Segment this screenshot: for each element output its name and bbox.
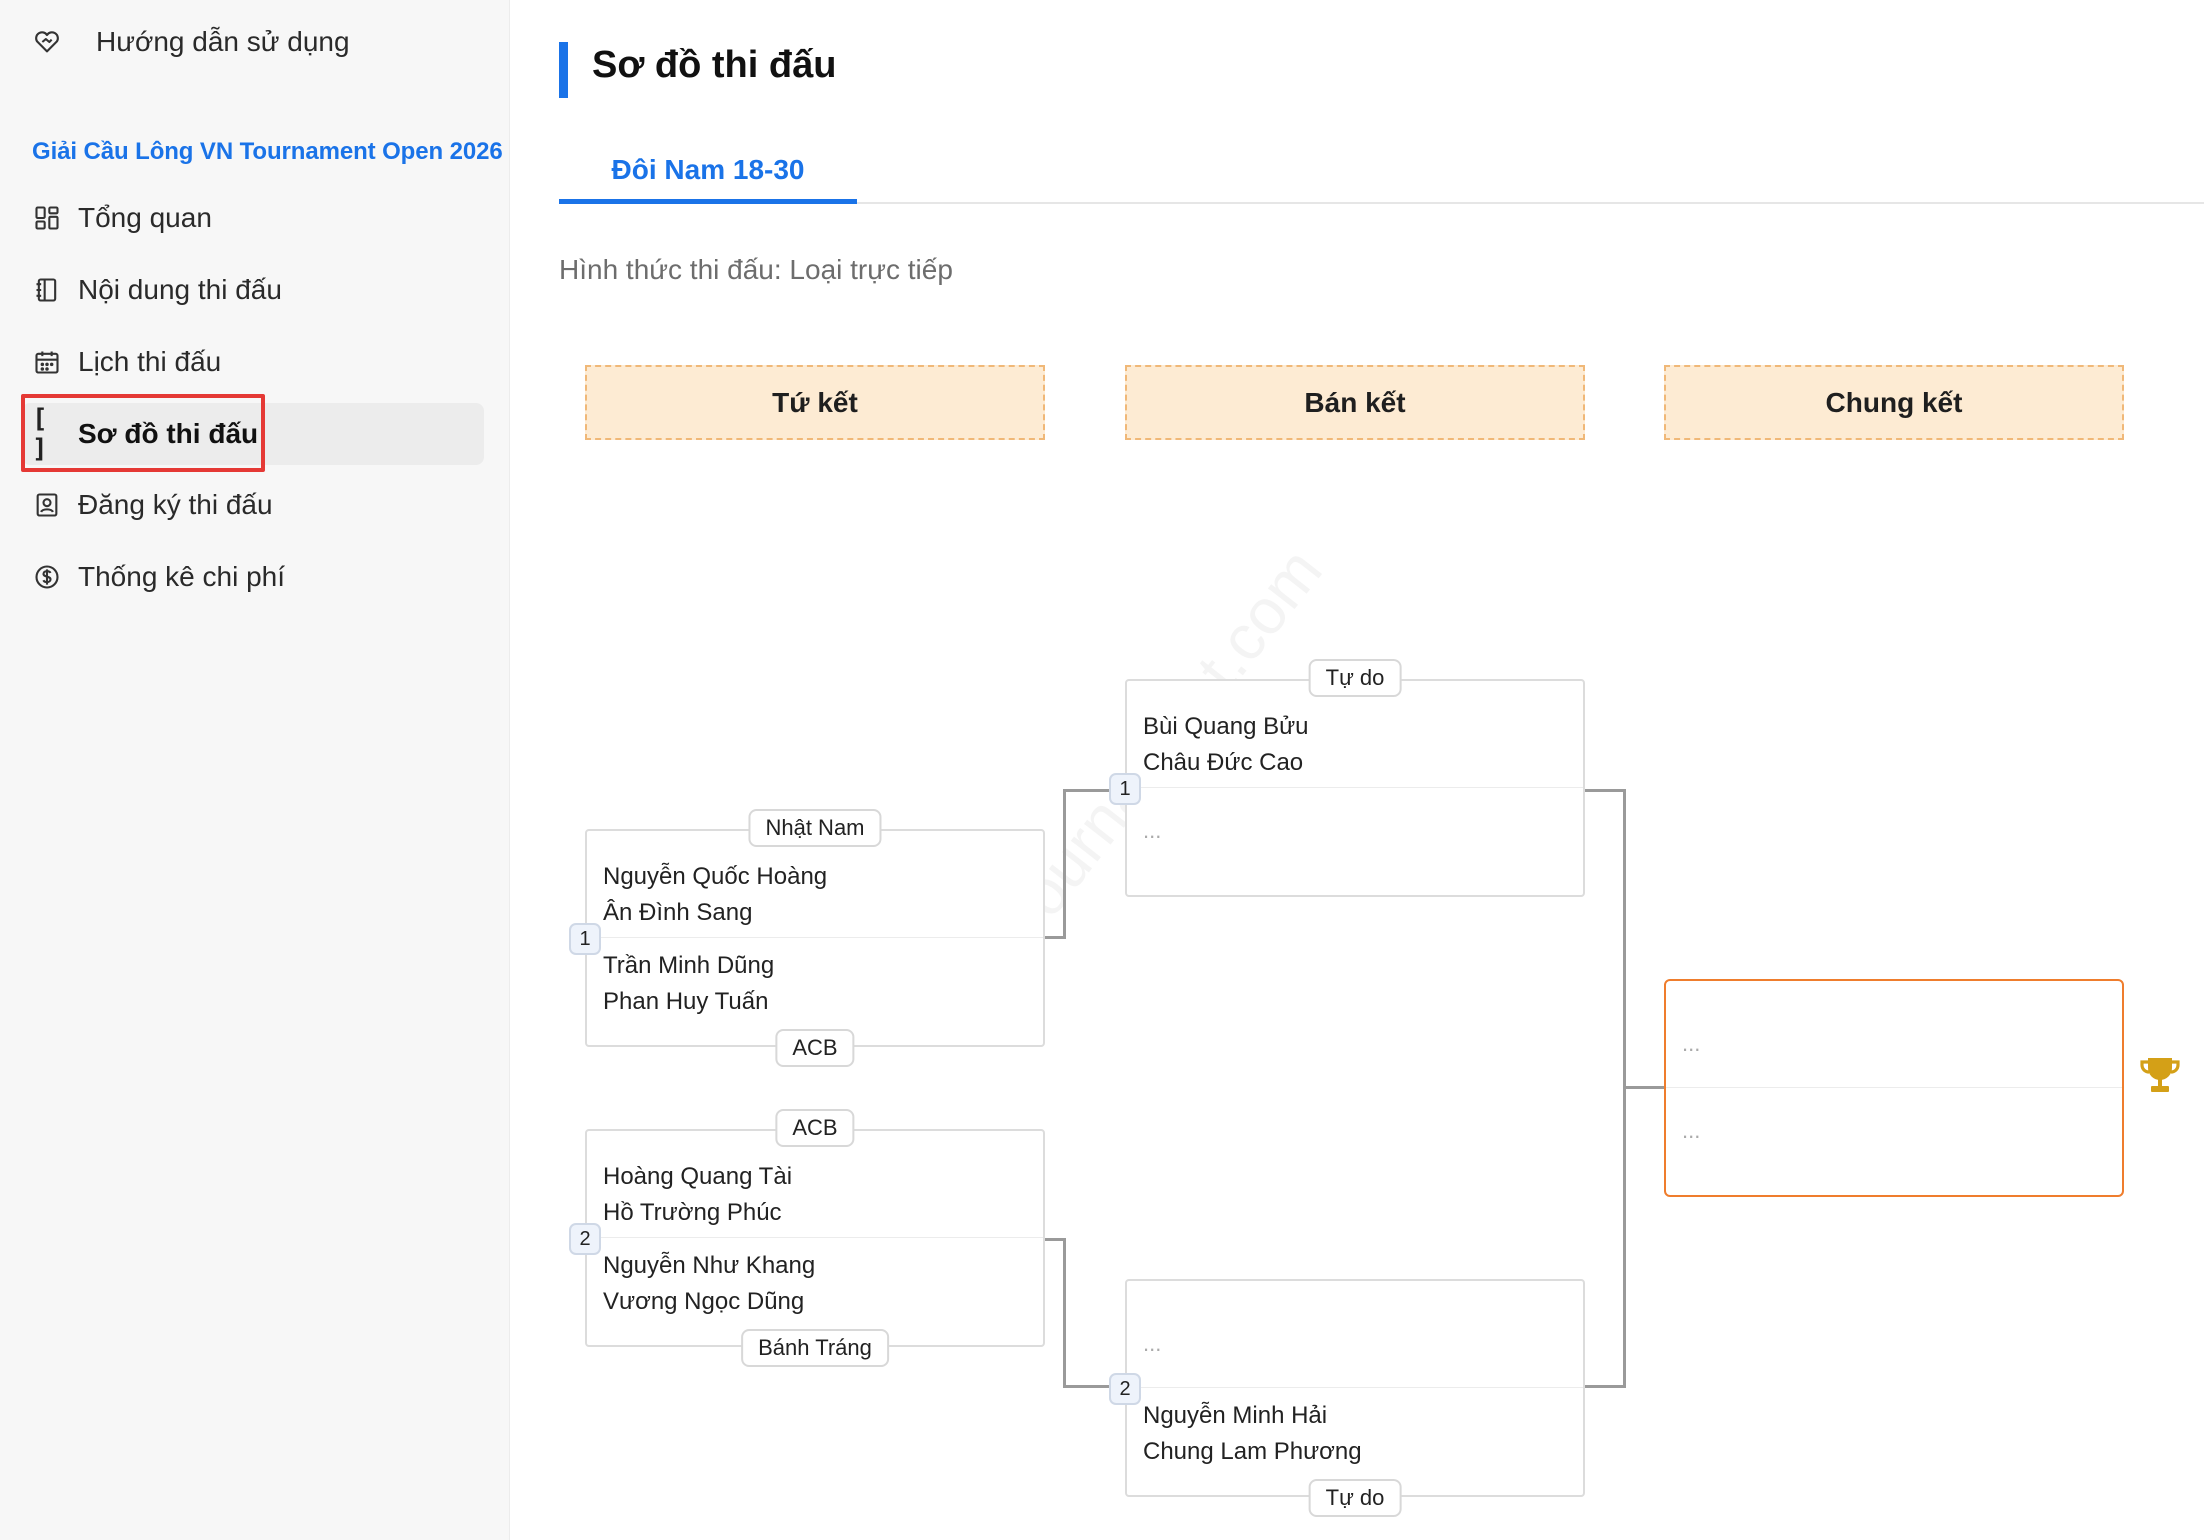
match-number: 2 <box>1109 1373 1141 1405</box>
connector-line <box>1585 789 1625 792</box>
club-badge: ACB <box>775 1029 855 1067</box>
registration-icon <box>32 490 62 520</box>
handshake-heart-icon <box>32 27 62 57</box>
match-slot-bottom: Trần Minh Dũng Phan Huy Tuấn <box>587 938 1043 1045</box>
sidebar-item-registration[interactable]: Đăng ký thi đấu <box>32 475 494 535</box>
sidebar-item-schedule[interactable]: Lịch thi đấu <box>32 332 494 392</box>
dollar-icon <box>32 562 62 592</box>
player-name: Bùi Quang Bửu <box>1143 713 1309 740</box>
guide-label: Hướng dẫn sử dụng <box>96 26 350 57</box>
sidebar-item-bracket[interactable]: [ ] Sơ đồ thi đấu <box>22 403 484 465</box>
bracket-icon: [ ] <box>32 404 48 464</box>
connector-line <box>1063 1385 1125 1388</box>
tab-bar: Đôi Nam 18-30 <box>559 140 2204 204</box>
match-slot-bottom: ... <box>1666 1088 2122 1195</box>
sidebar-item-expenses[interactable]: Thống kê chi phí <box>32 547 494 607</box>
match-semifinal-2[interactable]: ... Nguyễn Minh Hải Chung Lam Phương Tự … <box>1109 1279 1585 1517</box>
match-quarterfinal-1[interactable]: Nguyễn Quốc Hoàng Ân Đình Sang Trần Minh… <box>569 809 1045 1067</box>
match-slot-bottom: Nguyễn Minh Hải Chung Lam Phương <box>1127 1388 1583 1495</box>
dashboard-icon <box>32 203 62 233</box>
match-final[interactable]: ... ... <box>1664 979 2124 1197</box>
sidebar-item-label: Sơ đồ thi đấu <box>78 418 259 449</box>
sidebar: Hướng dẫn sử dụng Giải Cầu Lông VN Tourn… <box>0 0 510 1540</box>
match-quarterfinal-2[interactable]: Hoàng Quang Tài Hồ Trường Phúc Nguyễn Nh… <box>569 1109 1045 1367</box>
player-name: Nguyễn Quốc Hoàng <box>603 863 828 890</box>
tournament-title: Giải Cầu Lông VN Tournament Open 2026 <box>32 138 503 165</box>
match-number: 1 <box>569 923 601 955</box>
player-name: Vương Ngọc Dũng <box>603 1288 805 1315</box>
match-slot-top: ... <box>1127 1281 1583 1388</box>
sidebar-item-label: Thống kê chi phí <box>78 561 286 592</box>
connector-line <box>1063 789 1125 792</box>
format-text: Hình thức thi đấu: Loại trực tiếp <box>559 254 953 285</box>
round-header-quarterfinal: Tứ kết <box>585 365 1045 440</box>
tbd-placeholder: ... <box>1143 818 1162 843</box>
club-badge: ACB <box>775 1109 855 1147</box>
sidebar-item-overview[interactable]: Tổng quan <box>32 188 494 248</box>
match-slot-bottom: ... <box>1127 788 1583 895</box>
page-title: Sơ đồ thi đấu <box>592 44 837 86</box>
match-slot-top: Nguyễn Quốc Hoàng Ân Đình Sang <box>587 831 1043 938</box>
connector-line <box>1623 1086 1664 1089</box>
notebook-icon <box>32 275 62 305</box>
tab-doi-nam-18-30[interactable]: Đôi Nam 18-30 <box>559 140 857 204</box>
match-semifinal-1[interactable]: Bùi Quang Bửu Châu Đức Cao ... Tự do 1 <box>1109 659 1585 897</box>
connector-line <box>1063 789 1066 939</box>
round-header-semifinal: Bán kết <box>1125 365 1585 440</box>
calendar-icon <box>32 347 62 377</box>
match-slot-top: Hoàng Quang Tài Hồ Trường Phúc <box>587 1131 1043 1238</box>
sidebar-item-label: Đăng ký thi đấu <box>78 489 273 520</box>
sidebar-item-events[interactable]: Nội dung thi đấu <box>32 260 494 320</box>
connector-line <box>1045 936 1065 939</box>
match-number: 1 <box>1109 773 1141 805</box>
player-name: Phan Huy Tuấn <box>603 988 769 1015</box>
club-badge: Tự do <box>1308 659 1402 697</box>
player-name: Trần Minh Dũng <box>603 952 775 979</box>
match-slot-bottom: Nguyễn Như Khang Vương Ngọc Dũng <box>587 1238 1043 1345</box>
match-number: 2 <box>569 1223 601 1255</box>
club-badge: Tự do <box>1308 1479 1402 1517</box>
club-badge: Nhật Nam <box>748 809 882 847</box>
tbd-placeholder: ... <box>1143 1331 1162 1356</box>
match-slot-top: ... <box>1666 981 2122 1088</box>
main-content: Sơ đồ thi đấu Đôi Nam 18-30 Hình thức th… <box>510 0 2204 1540</box>
round-header-final: Chung kết <box>1664 365 2124 440</box>
player-name: Nguyễn Như Khang <box>603 1252 816 1279</box>
sidebar-item-label: Lịch thi đấu <box>78 346 222 377</box>
tbd-placeholder: ... <box>1682 1031 1701 1056</box>
connector-line <box>1585 1385 1625 1388</box>
player-name: Hồ Trường Phúc <box>603 1199 782 1226</box>
connector-line <box>1045 1238 1065 1241</box>
player-name: Hoàng Quang Tài <box>603 1163 793 1190</box>
tbd-placeholder: ... <box>1682 1118 1701 1143</box>
club-badge: Bánh Tráng <box>741 1329 889 1367</box>
title-accent-bar <box>559 42 568 98</box>
connector-line <box>1063 1238 1066 1388</box>
player-name: Ân Đình Sang <box>603 899 753 926</box>
trophy-icon <box>2136 1052 2184 1100</box>
match-slot-top: Bùi Quang Bửu Châu Đức Cao <box>1127 681 1583 788</box>
player-name: Nguyễn Minh Hải <box>1143 1402 1328 1429</box>
sidebar-item-label: Nội dung thi đấu <box>78 274 282 305</box>
player-name: Châu Đức Cao <box>1143 749 1304 776</box>
player-name: Chung Lam Phương <box>1143 1438 1362 1465</box>
sidebar-item-label: Tổng quan <box>78 202 212 233</box>
guide-link[interactable]: Hướng dẫn sử dụng <box>32 12 350 72</box>
